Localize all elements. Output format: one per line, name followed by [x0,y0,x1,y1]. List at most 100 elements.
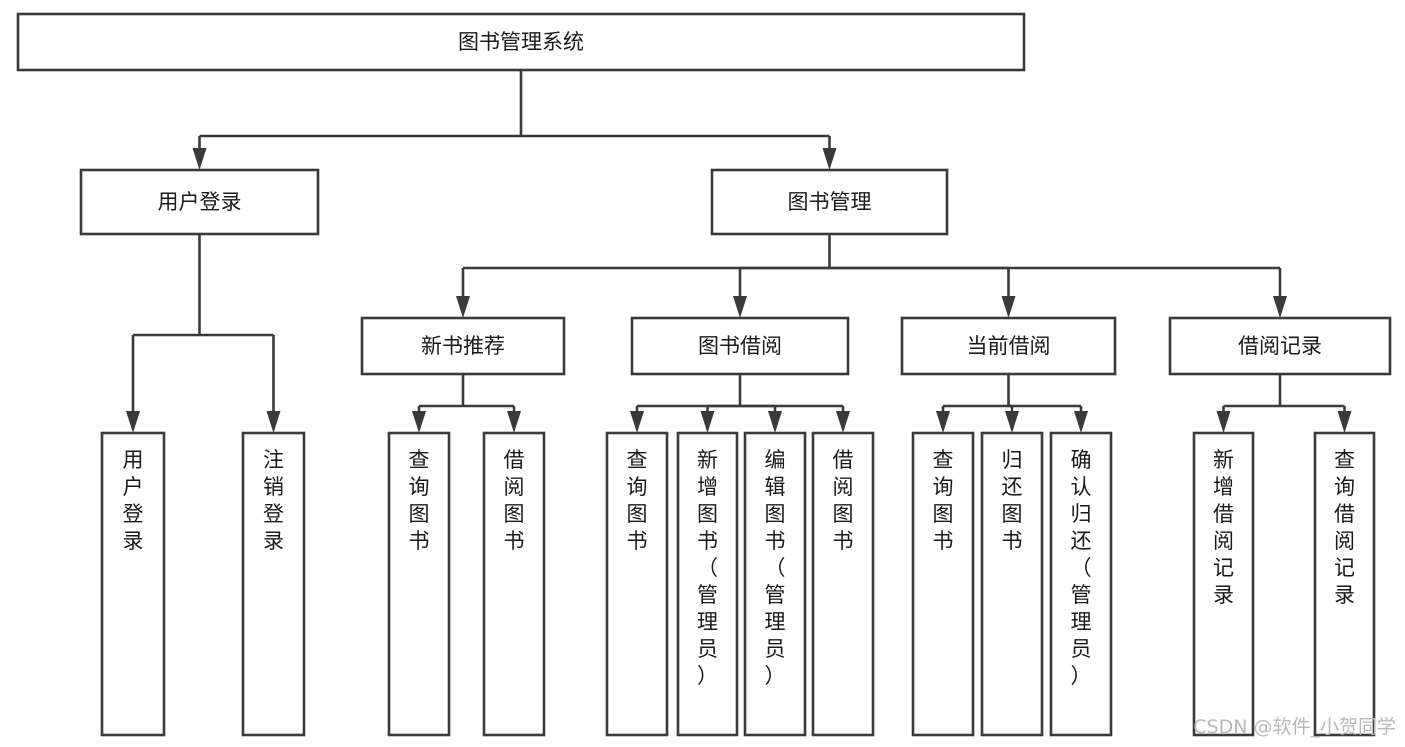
arrow-head-icon [936,411,950,433]
node-leaf-bk-query[interactable]: 查询图书 [605,431,669,737]
node-newbook[interactable]: 新书推荐 [360,316,566,376]
node-leaf-rec-query[interactable]: 查询借阅记录 [1313,431,1376,737]
node-leaf-bk-add[interactable]: 新增图书（管理员） [676,431,739,737]
arrow-head-icon [1273,296,1287,318]
connector-bookmgmt-to-borrow [733,266,830,318]
arrow-head-icon [700,411,715,433]
node-label-leaf-bk-borrow: 借阅图书 [833,448,854,553]
connector-borrow-to-leaf-bk-borrow [740,404,850,433]
connector-current-to-leaf-cur-return [1005,404,1019,433]
arrow-head-icon [456,296,470,318]
connector-records-to-leaf-rec-query [1280,404,1352,433]
connector-newbook-to-leaf-nb-query [412,374,465,433]
node-box-leaf-user-logout[interactable] [241,431,306,737]
arrow-head-icon [507,411,521,433]
arrow-head-icon [630,411,644,433]
arrow-head-icon [1337,411,1352,433]
node-label-records: 借阅记录 [1238,334,1322,358]
node-leaf-cur-confirm[interactable]: 确认归还（管理员） [1049,431,1113,737]
node-box-leaf-bk-edit[interactable] [743,431,807,737]
node-box-leaf-bk-add[interactable] [676,431,739,737]
connector-borrow-to-leaf-bk-query [630,374,742,433]
arrow-head-icon [192,148,207,170]
node-label-newbook: 新书推荐 [421,334,505,358]
node-box-leaf-nb-query[interactable] [387,431,451,737]
node-box-login[interactable] [79,168,320,236]
node-box-leaf-cur-return[interactable] [980,431,1044,737]
node-box-leaf-user-login[interactable] [100,431,166,737]
node-label-current: 当前借阅 [967,334,1051,358]
node-label-leaf-bk-edit: 编辑图书（管理员） [765,448,786,688]
node-label-leaf-bk-query: 查询图书 [627,448,648,553]
node-box-bookmgmt[interactable] [710,168,949,236]
node-box-leaf-cur-confirm[interactable] [1049,431,1113,737]
node-layer: 图书管理系统用户登录图书管理新书推荐图书借阅当前借阅借阅记录用户登录注销登录查询… [16,12,1392,737]
arrow-head-icon [822,148,837,170]
node-bookmgmt[interactable]: 图书管理 [710,168,949,236]
arrow-head-icon [1216,411,1231,433]
node-label-leaf-cur-confirm: 确认归还（管理员） [1071,448,1092,688]
connector-borrow-to-leaf-bk-edit [740,404,782,433]
connector-root-to-login [192,70,523,170]
csdn-watermark: CSDN @软件_小贺同学 [1193,716,1396,738]
connector-bookmgmt-to-newbook [456,234,831,318]
connector-borrow-to-leaf-bk-add [700,404,740,433]
node-label-login: 用户登录 [158,190,242,214]
node-box-leaf-bk-borrow[interactable] [811,431,875,737]
node-box-current[interactable] [900,316,1117,376]
node-leaf-bk-borrow[interactable]: 借阅图书 [811,431,875,737]
node-box-leaf-nb-borrow[interactable] [482,431,546,737]
arrow-head-icon [733,296,747,318]
node-label-root: 图书管理系统 [458,30,584,54]
node-box-leaf-bk-query[interactable] [605,431,669,737]
connector-current-to-leaf-cur-query [936,374,1010,433]
node-records[interactable]: 借阅记录 [1168,316,1392,376]
node-box-leaf-rec-add[interactable] [1192,431,1255,737]
arrow-head-icon [126,411,140,433]
node-borrow[interactable]: 图书借阅 [630,316,850,376]
node-leaf-cur-query[interactable]: 查询图书 [911,431,975,737]
node-label-bookmgmt: 图书管理 [788,190,872,214]
connector-root-to-bookmgmt [521,134,837,170]
node-leaf-rec-add[interactable]: 新增借阅记录 [1192,431,1255,737]
node-leaf-nb-query[interactable]: 查询图书 [387,431,451,737]
node-box-records[interactable] [1168,316,1392,376]
arrow-head-icon [412,411,426,433]
node-label-leaf-nb-query: 查询图书 [409,448,430,553]
connector-current-to-leaf-cur-confirm [1008,404,1088,433]
node-leaf-user-logout[interactable]: 注销登录 [241,431,306,737]
connector-records-to-leaf-rec-add [1216,374,1282,433]
node-box-leaf-cur-query[interactable] [911,431,975,737]
node-leaf-cur-return[interactable]: 归还图书 [980,431,1044,737]
node-label-leaf-nb-borrow: 借阅图书 [504,448,525,553]
node-current[interactable]: 当前借阅 [900,316,1117,376]
node-label-leaf-bk-add: 新增图书（管理员） [697,448,718,688]
node-box-root[interactable] [16,12,1026,72]
node-label-leaf-user-login: 用户登录 [123,448,144,553]
node-login[interactable]: 用户登录 [79,168,320,236]
node-leaf-user-login[interactable]: 用户登录 [100,431,166,737]
node-leaf-nb-borrow[interactable]: 借阅图书 [482,431,546,737]
node-leaf-bk-edit[interactable]: 编辑图书（管理员） [743,431,807,737]
node-label-leaf-user-logout: 注销登录 [263,448,284,553]
node-root[interactable]: 图书管理系统 [16,12,1026,72]
node-label-leaf-cur-query: 查询图书 [933,448,954,553]
arrow-head-icon [836,411,850,433]
connector-newbook-to-leaf-nb-borrow [463,404,521,433]
node-box-borrow[interactable] [630,316,850,376]
node-label-leaf-rec-add: 新增借阅记录 [1213,448,1234,607]
arrow-head-icon [768,411,782,433]
connector-bookmgmt-to-current [829,266,1016,318]
arrow-head-icon [1074,411,1088,433]
node-box-newbook[interactable] [360,316,566,376]
connector-login-to-leaf-user-logout [199,333,281,433]
connector-login-to-leaf-user-login [126,234,201,433]
connector-layer [126,70,1352,433]
arrow-head-icon [1001,296,1016,318]
node-label-leaf-cur-return: 归还图书 [1002,448,1023,553]
node-box-leaf-rec-query[interactable] [1313,431,1376,737]
arrow-head-icon [266,411,281,433]
node-label-borrow: 图书借阅 [698,334,782,358]
